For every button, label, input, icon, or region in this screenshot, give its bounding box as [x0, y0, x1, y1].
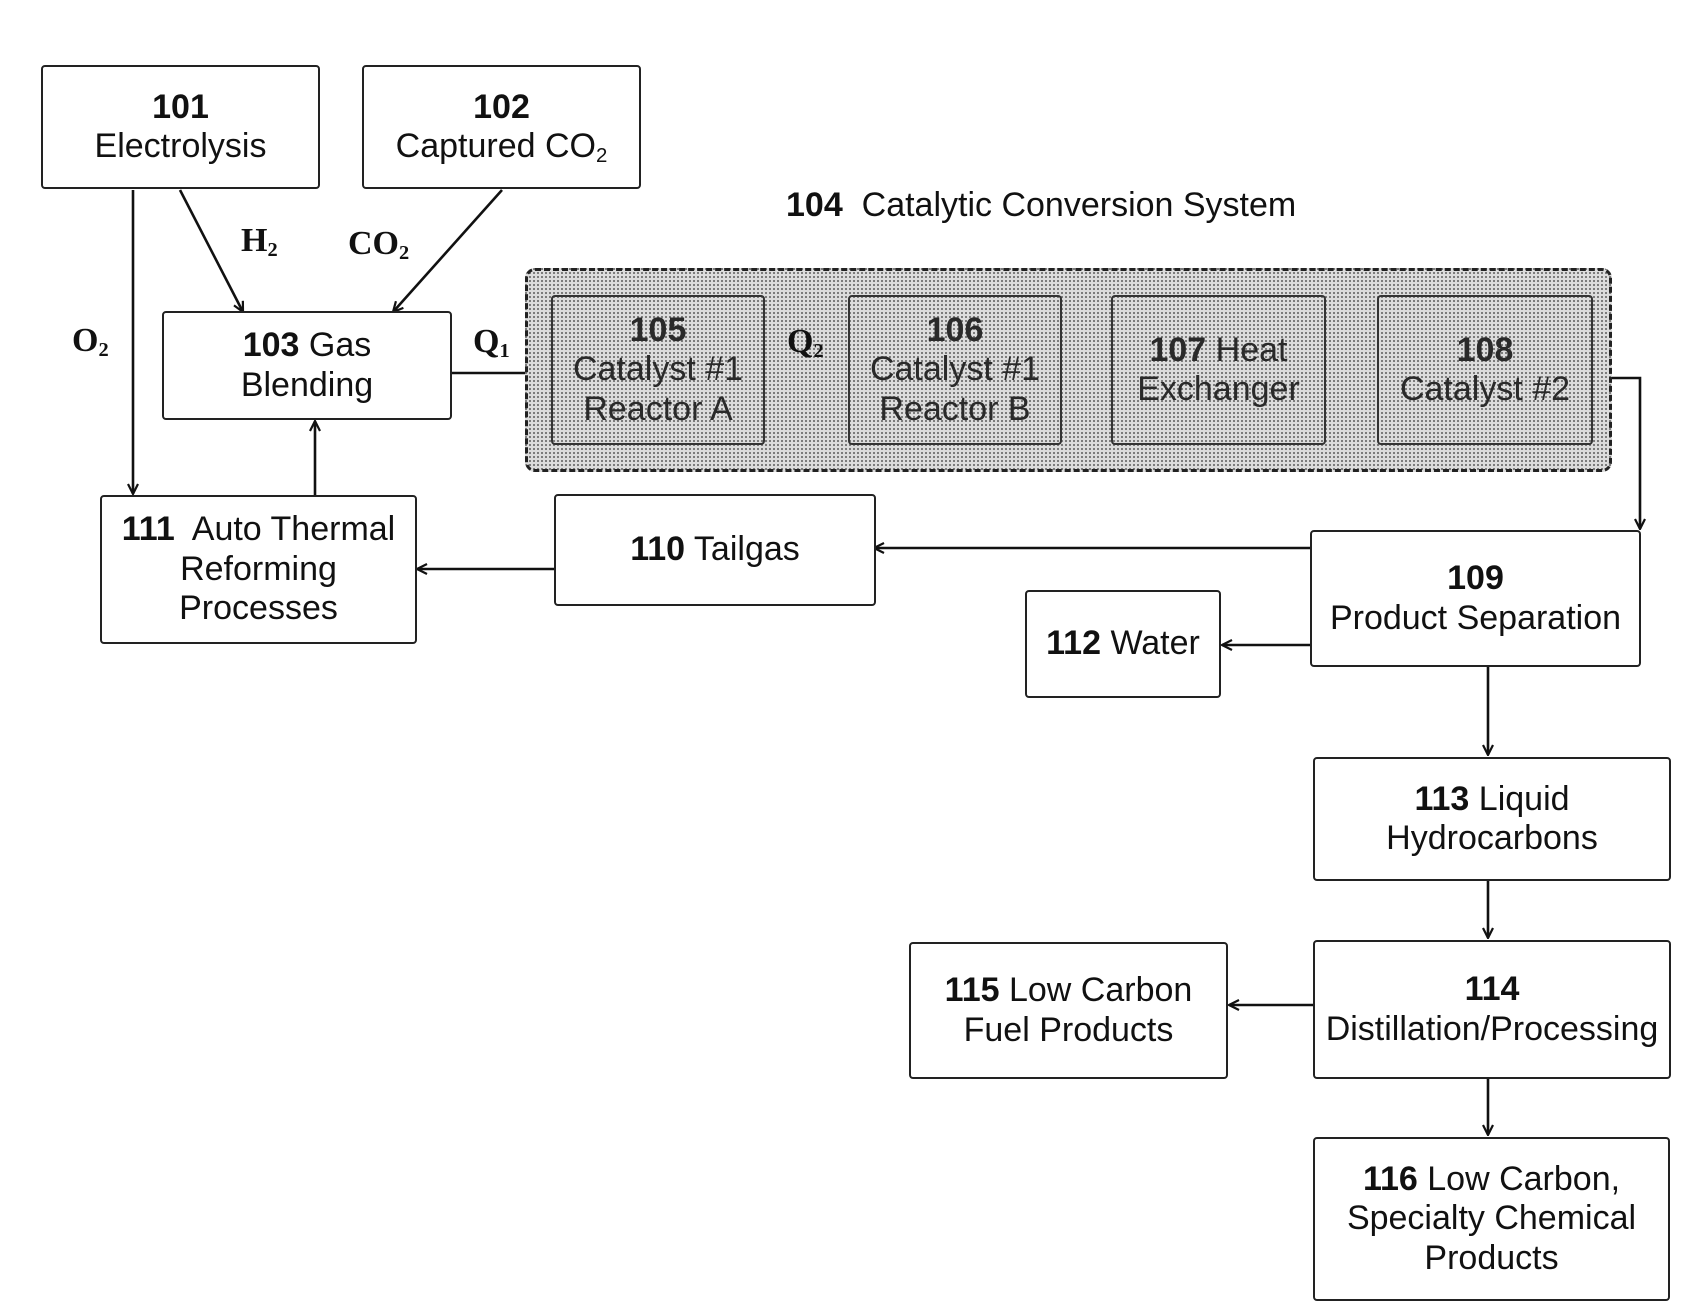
node-108-catalyst-2: 108 Catalyst #2: [1377, 295, 1593, 445]
node-109-product-separation: 109 Product Separation: [1310, 530, 1641, 667]
flow-base: CO: [348, 225, 399, 262]
node-label-line1: 115 Low Carbon: [945, 971, 1193, 1010]
arrow-101-to-103-h2: [180, 190, 243, 312]
node-label-line2: Reactor A: [583, 390, 732, 429]
node-107-heat-exchanger: 107 Heat Exchanger: [1111, 295, 1326, 445]
node-label-line2: Hydrocarbons: [1386, 819, 1598, 858]
system-label: 104 Catalytic Conversion System: [786, 186, 1296, 225]
arrow-108-to-109: [1612, 378, 1640, 529]
node-label-line1: Catalyst #1: [870, 350, 1040, 389]
node-106-reactor-b: 106 Catalyst #1 Reactor B: [848, 295, 1062, 445]
node-105-reactor-a: 105 Catalyst #1 Reactor A: [551, 295, 765, 445]
node-116-specialty-chemical-products: 116 Low Carbon, Specialty Chemical Produ…: [1313, 1137, 1670, 1301]
node-102-captured-co2: 102 Captured CO2: [362, 65, 641, 189]
node-label: Distillation/Processing: [1326, 1010, 1659, 1049]
node-label: Auto Thermal: [192, 510, 395, 548]
node-number: 109: [1447, 559, 1504, 598]
node-114-distillation-processing: 114 Distillation/Processing: [1313, 940, 1671, 1079]
arrow-102-to-103-co2: [393, 190, 502, 312]
node-113-liquid-hydrocarbons: 113 Liquid Hydrocarbons: [1313, 757, 1671, 881]
node-label: Tailgas: [694, 530, 800, 568]
node-115-low-carbon-fuel-products: 115 Low Carbon Fuel Products: [909, 942, 1228, 1079]
node-label: Low Carbon: [1009, 971, 1192, 1009]
node-label-line2: Reactor B: [879, 390, 1030, 429]
node-label-wrap: Captured CO2: [396, 127, 608, 166]
node-label-line1: 113 Liquid: [1414, 780, 1569, 819]
node-number: 102: [473, 88, 530, 127]
node-label-line2: Specialty Chemical: [1347, 1199, 1636, 1238]
flow-sub: 2: [98, 339, 108, 361]
flow-sub: 2: [813, 340, 823, 362]
node-number: 105: [630, 311, 687, 350]
flow-label-o2: O2: [72, 322, 109, 360]
flow-base: H: [241, 222, 267, 259]
node-101-electrolysis: 101 Electrolysis: [41, 65, 320, 189]
flow-label-co2: CO2: [348, 225, 409, 263]
node-number: 110: [630, 530, 685, 568]
node-110-tailgas: 110 Tailgas: [554, 494, 876, 606]
node-103-gas-blending: 103 Gas Blending: [162, 311, 452, 420]
node-label: Water: [1110, 624, 1199, 662]
node-number: 114: [1465, 970, 1520, 1009]
node-label: Liquid: [1479, 780, 1570, 818]
node-label-line1: 107 Heat: [1149, 331, 1287, 370]
node-number: 115: [945, 971, 1000, 1009]
node-number: 106: [927, 311, 984, 350]
node-number: 108: [1457, 331, 1514, 370]
node-label-line1: 111 Auto Thermal: [122, 510, 395, 549]
flow-base: Q: [787, 323, 813, 360]
node-label: Low Carbon,: [1427, 1160, 1620, 1198]
node-number: 101: [152, 88, 209, 127]
flow-label-h2: H2: [241, 222, 278, 260]
flow-base: O: [72, 322, 98, 359]
flow-sub: 2: [267, 239, 277, 261]
node-label: Gas: [309, 326, 371, 364]
node-label: Catalyst #2: [1400, 370, 1570, 409]
node-label: Electrolysis: [95, 127, 267, 166]
node-label-subscript: 2: [596, 145, 607, 167]
node-number: 111: [122, 510, 175, 548]
node-label-line3: Products: [1424, 1239, 1558, 1278]
node-label-line3: Processes: [179, 589, 338, 628]
flow-label-q1: Q1: [473, 323, 510, 361]
node-number: 113: [1414, 780, 1469, 818]
flow-sub: 1: [499, 340, 509, 362]
node-label-line1: 110 Tailgas: [630, 530, 800, 569]
node-112-water: 112 Water: [1025, 590, 1221, 698]
node-number: 107: [1149, 331, 1206, 369]
flow-label-q2: Q2: [787, 323, 824, 361]
node-111-auto-thermal-reforming: 111 Auto Thermal Reforming Processes: [100, 495, 417, 644]
node-label-line2: Fuel Products: [964, 1011, 1174, 1050]
node-number: 103: [243, 326, 300, 364]
node-label-line1: 103 Gas: [243, 326, 372, 365]
node-label: Product Separation: [1330, 599, 1621, 638]
flow-sub: 2: [399, 242, 409, 264]
node-label-line1: Catalyst #1: [573, 350, 743, 389]
flow-base: Q: [473, 323, 499, 360]
node-label-line2: Blending: [241, 366, 373, 405]
node-number: 116: [1363, 1160, 1418, 1198]
system-title: Catalytic Conversion System: [862, 186, 1297, 224]
node-label: Heat: [1216, 331, 1288, 369]
node-label-line2: Reforming: [180, 550, 337, 589]
node-number: 112: [1046, 624, 1101, 662]
system-number: 104: [786, 186, 843, 224]
node-label-line1: 112 Water: [1046, 624, 1200, 663]
node-label-line2: Exchanger: [1137, 370, 1300, 409]
node-label: Captured CO: [396, 127, 596, 165]
node-label-line1: 116 Low Carbon,: [1363, 1160, 1620, 1199]
